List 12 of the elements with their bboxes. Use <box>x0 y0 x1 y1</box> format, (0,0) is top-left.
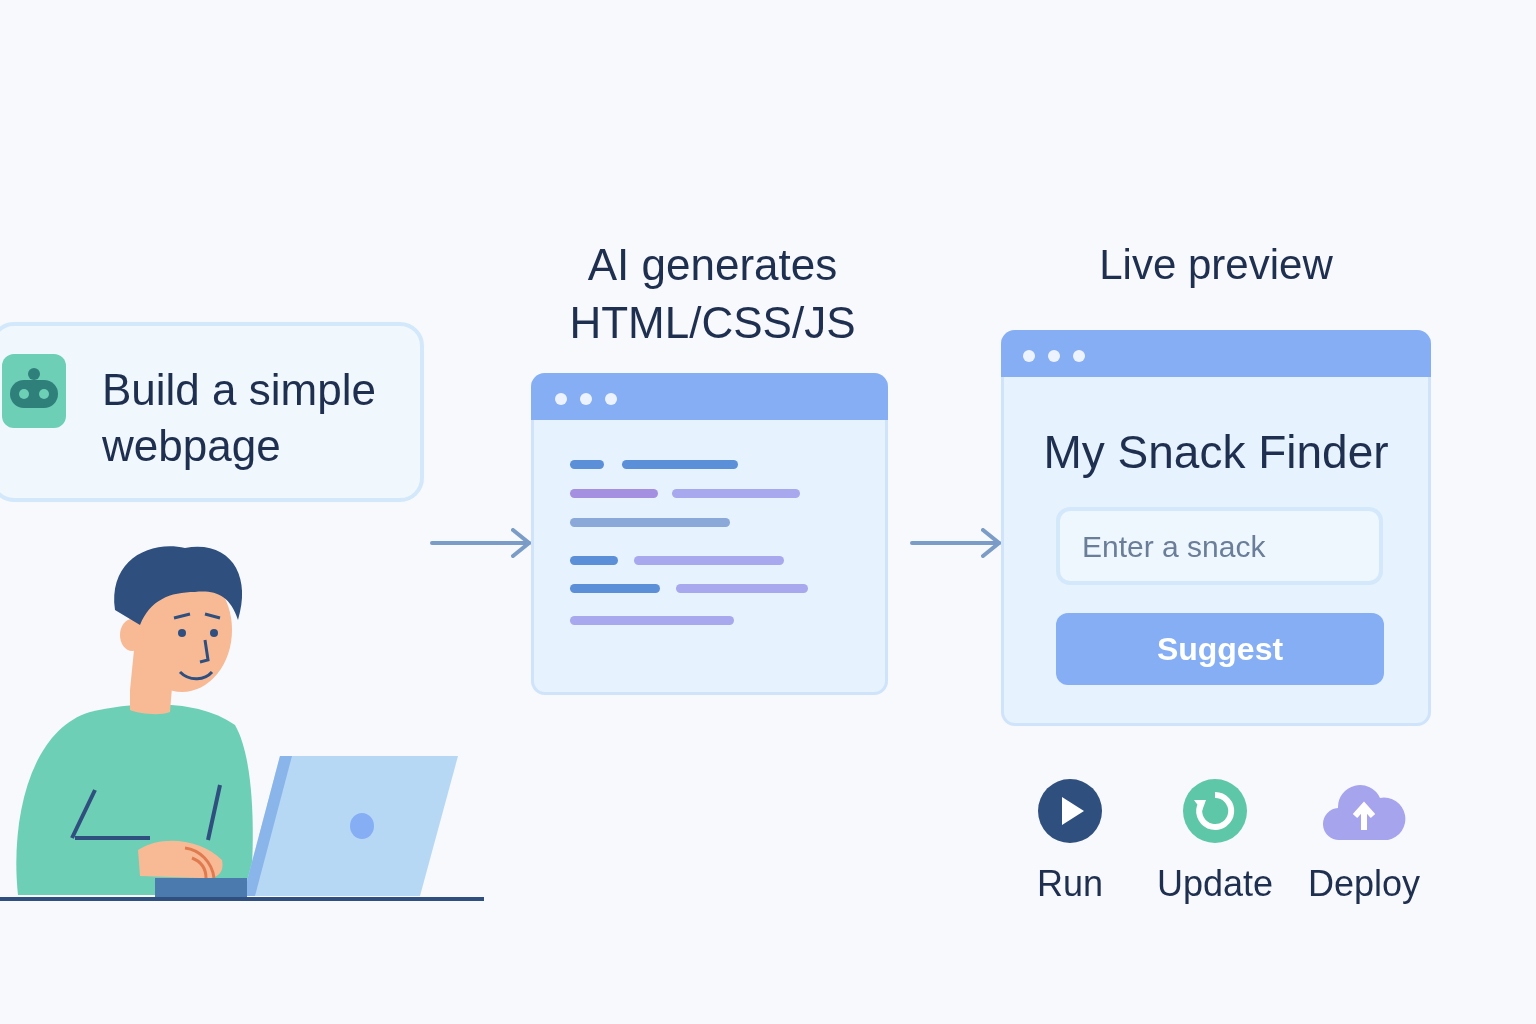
step-heading: Live preview <box>1098 240 1334 290</box>
app-title: My Snack Finder <box>1042 425 1390 480</box>
action-label: Deploy <box>1307 862 1421 906</box>
step-heading: AI generates HTML/CSS/JS <box>568 239 857 349</box>
arrow <box>910 528 1001 558</box>
action-label: Run <box>1036 862 1103 906</box>
prompt-text: Build a simple webpage <box>102 364 377 472</box>
input-field: Enter a snack <box>1056 507 1383 585</box>
suggest-button: Suggest <box>1056 613 1384 685</box>
prompt-card <box>0 322 424 502</box>
arrow <box>430 528 531 558</box>
action-label: Update <box>1156 862 1274 906</box>
